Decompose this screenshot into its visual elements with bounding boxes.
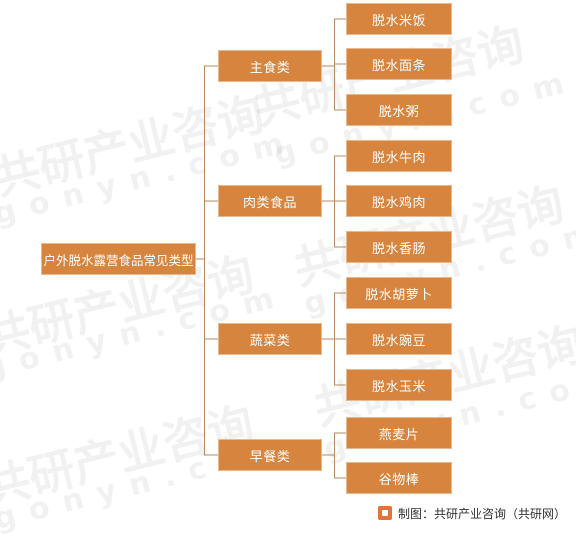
leaf-node: 谷物棒 xyxy=(346,462,452,494)
branch-node-staple: 主食类 xyxy=(218,50,322,82)
branch-node-meat: 肉类食品 xyxy=(218,185,322,217)
leaf-node: 脱水胡萝卜 xyxy=(346,277,452,309)
leaf-node: 脱水香肠 xyxy=(346,231,452,263)
leaf-node: 脱水玉米 xyxy=(346,369,452,401)
leaf-node: 燕麦片 xyxy=(346,417,452,449)
leaf-node: 脱水粥 xyxy=(346,94,452,126)
branch-node-vegetable: 蔬菜类 xyxy=(218,323,322,355)
leaf-node: 脱水面条 xyxy=(346,48,452,80)
brand-logo-icon xyxy=(378,506,392,520)
source-footer: 制图：共研产业咨询（共研网） xyxy=(378,504,566,522)
leaf-node: 脱水豌豆 xyxy=(346,323,452,355)
source-text: 制图：共研产业咨询（共研网） xyxy=(398,506,567,521)
connector-lines xyxy=(196,18,346,479)
leaf-node: 脱水牛肉 xyxy=(346,140,452,172)
leaf-node: 脱水米饭 xyxy=(346,3,452,35)
root-node: 户外脱水露营食品常见类型 xyxy=(41,243,196,275)
branch-node-breakfast: 早餐类 xyxy=(218,439,322,471)
leaf-node: 脱水鸡肉 xyxy=(346,185,452,217)
